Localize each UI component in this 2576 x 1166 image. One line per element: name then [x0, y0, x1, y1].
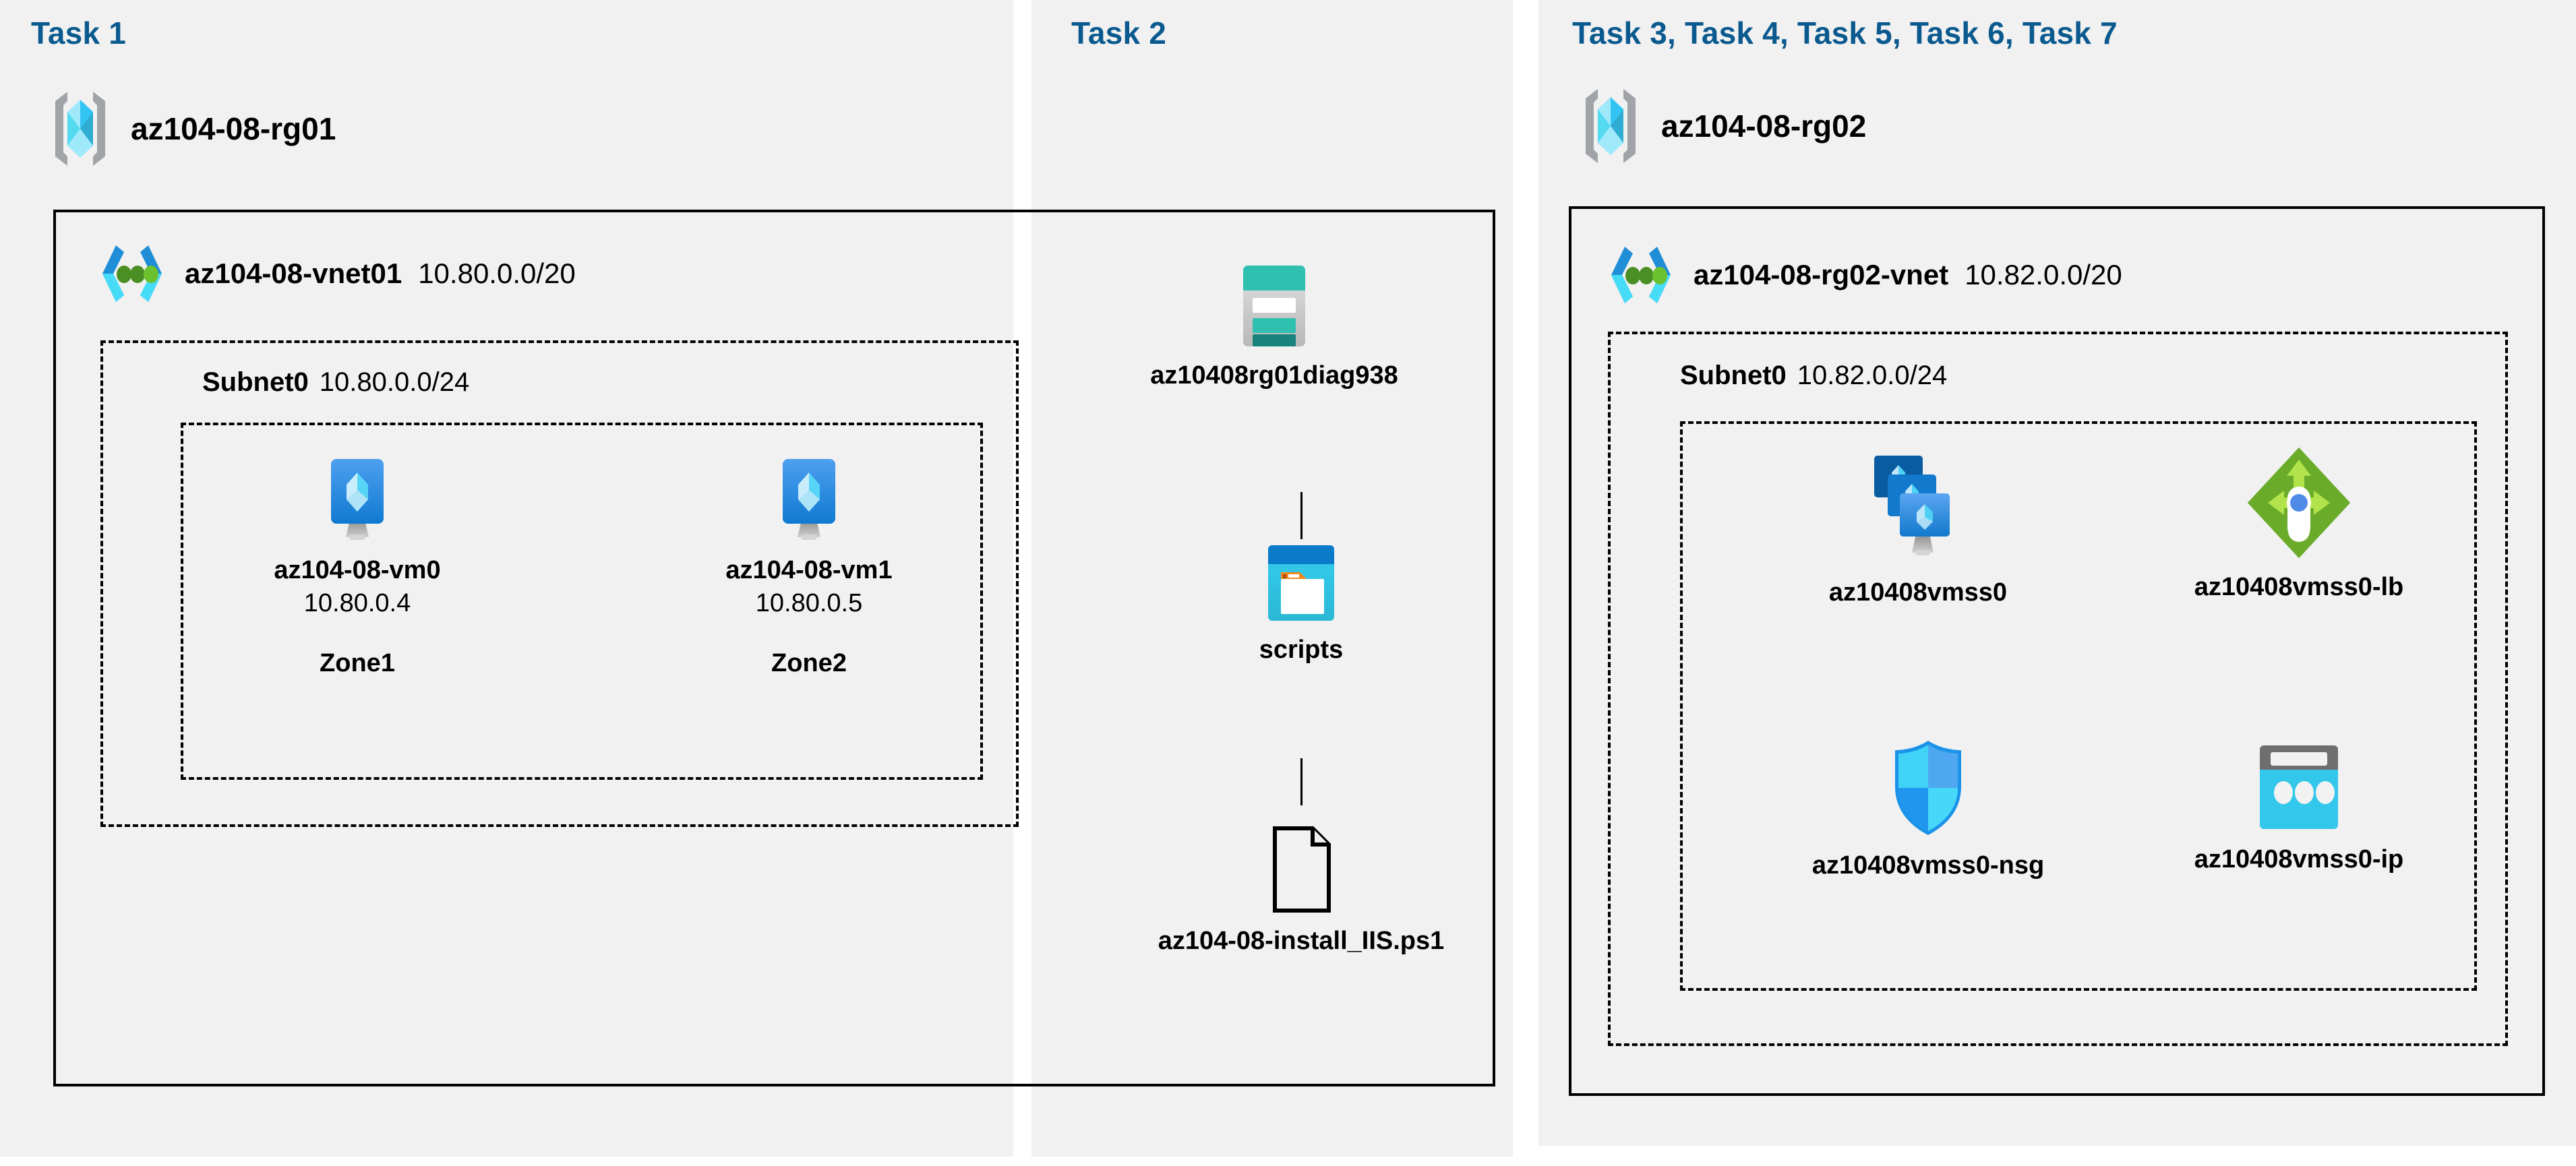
resource-node-vm1[interactable]: az104-08-vm1 10.80.0.5 Zone2 — [674, 455, 944, 678]
resource-ip-vm1: 10.80.0.5 — [755, 589, 863, 617]
resource-zone-vm0: Zone1 — [320, 649, 395, 677]
resource-node-blob-container[interactable]: scripts — [1126, 543, 1476, 665]
resource-group-row-rg02: az104-08-rg02 — [1578, 86, 1866, 166]
subnet-header-task1: Subnet0 10.80.0.0/24 — [202, 367, 469, 398]
resource-label-nsg: az10408vmss0-nsg — [1811, 851, 2045, 880]
public-ip-address-icon — [2250, 741, 2347, 833]
resource-label-vm1: az104-08-vm1 — [725, 556, 893, 584]
panel-task1-background — [0, 0, 1013, 1157]
subnet-box-task1 — [100, 340, 1019, 827]
resource-label-script-file: az104-08-install_IIS.ps1 — [1158, 927, 1445, 955]
virtual-machine-icon — [316, 455, 398, 544]
connector-storage-to-container — [1300, 492, 1302, 539]
resource-label-blob-container: scripts — [1259, 636, 1344, 664]
virtual-network-icon — [96, 243, 169, 305]
resource-ip-vm0: 10.80.0.4 — [303, 589, 411, 617]
task-title-2: Task 2 — [1071, 16, 1166, 51]
subnet-name-task3: Subnet0 — [1680, 361, 1787, 390]
subnet-cidr-task3: 10.82.0.0/24 — [1797, 361, 1948, 390]
storage-account-icon — [1238, 263, 1311, 349]
load-balancer-icon — [2245, 445, 2353, 561]
vnet-box-rg02-vnet — [1569, 206, 2545, 1096]
file-icon — [1264, 826, 1338, 915]
subnet-box-task3 — [1608, 332, 2508, 1046]
vnet-header-vnet01: az104-08-vnet01 10.80.0.0/20 — [96, 243, 576, 305]
resource-node-script-file[interactable]: az104-08-install_IIS.ps1 — [1065, 826, 1537, 956]
resource-label-vmss: az10408vmss0 — [1828, 578, 2008, 607]
zone-box-task1 — [181, 423, 983, 780]
resource-node-nsg[interactable]: az10408vmss0-nsg — [1753, 738, 2103, 880]
subnet-cidr-task1: 10.80.0.0/24 — [319, 367, 470, 397]
resource-group-icon — [47, 89, 113, 168]
subnet-name-task1: Subnet0 — [202, 367, 309, 397]
network-security-group-icon — [1886, 738, 1971, 839]
resource-node-public-ip[interactable]: az10408vmss0-ip — [2151, 741, 2447, 874]
vnet-box-vnet01 — [53, 210, 1495, 1086]
resource-node-vmss[interactable]: az10408vmss0 — [1766, 452, 2070, 607]
resource-label-public-ip: az10408vmss0-ip — [2194, 845, 2404, 873]
resource-group-name-rg02: az104-08-rg02 — [1661, 109, 1867, 144]
vnet-cidr-vnet01: 10.80.0.0/20 — [418, 257, 576, 289]
virtual-network-icon — [1605, 244, 1677, 306]
task-title-3: Task 3, Task 4, Task 5, Task 6, Task 7 — [1572, 16, 2118, 51]
subnet-header-task3: Subnet0 10.82.0.0/24 — [1680, 361, 1947, 391]
task-title-1: Task 1 — [31, 16, 126, 51]
resource-label-vm0: az104-08-vm0 — [274, 556, 441, 584]
resource-label-storage-account: az10408rg01diag938 — [1150, 361, 1398, 390]
vm-scale-set-icon — [1867, 452, 1969, 566]
panel-task3-background — [1538, 0, 2576, 1146]
vnet-header-rg02-vnet: az104-08-rg02-vnet 10.82.0.0/20 — [1605, 244, 2122, 306]
resource-node-vm0[interactable]: az104-08-vm0 10.80.0.4 Zone1 — [222, 455, 492, 678]
virtual-machine-icon — [768, 455, 850, 544]
resource-group-row-rg01: az104-08-rg01 — [47, 89, 336, 168]
connector-container-to-file — [1300, 758, 1302, 805]
resource-node-load-balancer[interactable]: az10408vmss0-lb — [2144, 445, 2454, 602]
blob-container-icon — [1259, 543, 1344, 623]
resource-label-load-balancer: az10408vmss0-lb — [2194, 573, 2404, 601]
resource-group-icon — [1578, 86, 1644, 166]
resource-zone-vm1: Zone2 — [771, 649, 847, 677]
vnet-cidr-rg02-vnet: 10.82.0.0/20 — [1965, 259, 2122, 290]
vnet-name-vnet01: az104-08-vnet01 — [185, 257, 402, 289]
vnet-name-rg02-vnet: az104-08-rg02-vnet — [1694, 259, 1949, 290]
resource-group-inner-box-task3 — [1680, 421, 2477, 991]
resource-group-name-rg01: az104-08-rg01 — [131, 111, 336, 146]
resource-node-storage-account[interactable]: az10408rg01diag938 — [1099, 263, 1449, 390]
